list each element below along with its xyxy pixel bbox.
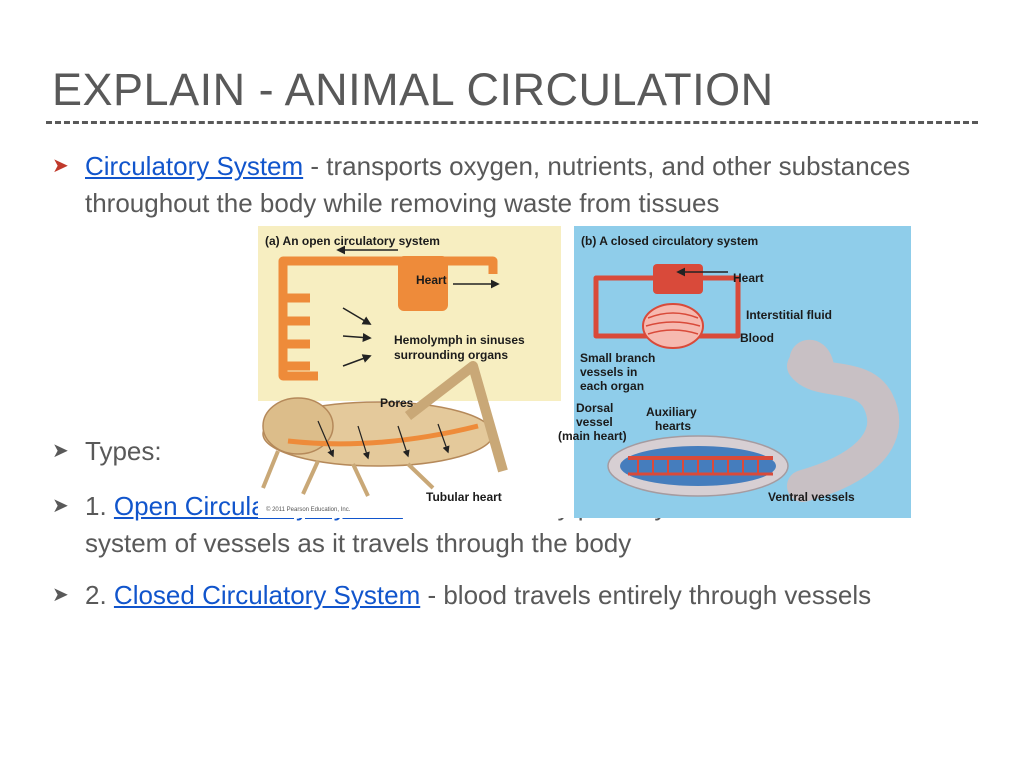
panel-divider bbox=[561, 226, 574, 518]
panel-b-small-branch-label-3: each organ bbox=[580, 379, 644, 393]
bullet-circulatory-system: ➤ Circulatory System - transports oxygen… bbox=[52, 148, 912, 222]
panel-b-small-branch-label-1: Small branch bbox=[580, 351, 655, 365]
bullet-number: 1. bbox=[85, 491, 114, 521]
arrowhead-bullet-icon: ➤ bbox=[52, 577, 69, 614]
panel-b-title: (b) A closed circulatory system bbox=[581, 234, 758, 248]
panel-a-tubular-heart-label: Tubular heart bbox=[426, 490, 502, 504]
panel-b-auxiliary-label-1: Auxiliary bbox=[646, 405, 697, 419]
panel-a-title: (a) An open circulatory system bbox=[265, 234, 440, 248]
title-divider bbox=[46, 121, 978, 124]
closed-heart-shape bbox=[653, 264, 703, 294]
panel-a-pores-label: Pores bbox=[380, 396, 414, 410]
panel-b-interstitial-label: Interstitial fluid bbox=[746, 308, 832, 322]
circulation-diagram-svg: (a) An open circulatory system Heart Hem… bbox=[258, 226, 911, 518]
panel-b-auxiliary-label-2: hearts bbox=[655, 419, 691, 433]
arrowhead-bullet-icon: ➤ bbox=[52, 488, 69, 525]
arrowhead-bullet-icon: ➤ bbox=[52, 433, 69, 470]
circulation-diagram-image: (a) An open circulatory system Heart Hem… bbox=[258, 226, 911, 518]
panel-b-dorsal-label-3: (main heart) bbox=[558, 429, 627, 443]
panel-b-heart-label: Heart bbox=[733, 271, 764, 285]
panel-a-hemolymph-label-1: Hemolymph in sinuses bbox=[394, 333, 525, 347]
panel-b-dorsal-label-1: Dorsal bbox=[576, 401, 613, 415]
panel-a-heart-label: Heart bbox=[416, 273, 447, 287]
bullet-text: - blood travels entirely through vessels bbox=[420, 580, 871, 610]
link-closed-circulatory-system[interactable]: Closed Circulatory System bbox=[114, 580, 420, 610]
panel-b-ventral-label: Ventral vessels bbox=[768, 490, 855, 504]
arrowhead-bullet-icon: ➤ bbox=[52, 148, 69, 185]
bullet-number: 2. bbox=[85, 580, 114, 610]
panel-b-small-branch-label-2: vessels in bbox=[580, 365, 637, 379]
closed-organ-capillaries bbox=[643, 304, 703, 348]
slide-title: EXPLAIN - ANIMAL CIRCULATION bbox=[52, 64, 774, 116]
panel-a-hemolymph-label-2: surrounding organs bbox=[394, 348, 508, 362]
link-circulatory-system[interactable]: Circulatory System bbox=[85, 151, 303, 181]
bullet-closed-system: ➤ 2. Closed Circulatory System - blood t… bbox=[52, 577, 912, 614]
panel-b-blood-label: Blood bbox=[740, 331, 774, 345]
figure-credit: © 2011 Pearson Education, Inc. bbox=[266, 506, 351, 513]
panel-b-dorsal-label-2: vessel bbox=[576, 415, 613, 429]
